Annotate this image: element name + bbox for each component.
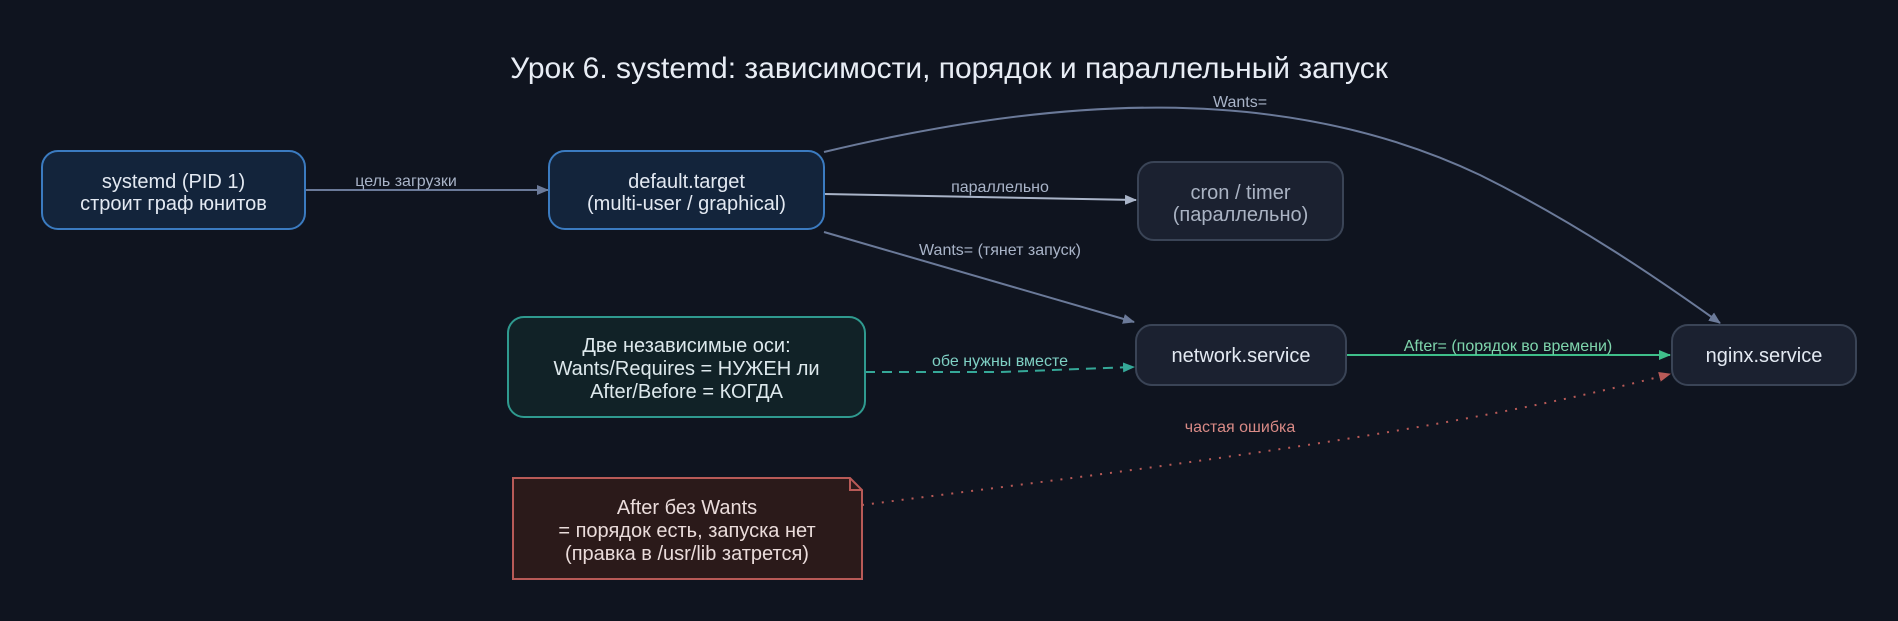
edge-parallel — [823, 193, 1137, 205]
edge-label-wants-pull: Wants= (тянет запуск) — [919, 242, 1081, 259]
node-default-target-line2: (multi-user / graphical) — [587, 193, 786, 215]
edge-label-both-needed: обе нужны вместе — [932, 353, 1068, 370]
edge-wants-pull — [823, 231, 1135, 324]
edge-both-needed — [865, 362, 1135, 373]
diagram-title: Урок 6. systemd: зависимости, порядок и … — [510, 52, 1389, 85]
node-systemd: systemd (PID 1) строит граф юнитов — [41, 150, 306, 230]
edge-label-after-order: After= (порядок во времени) — [1404, 338, 1613, 355]
edge-label-wants: Wants= — [1213, 94, 1267, 111]
node-nginx-line1: nginx.service — [1706, 345, 1823, 367]
node-systemd-line1: systemd (PID 1) — [102, 171, 245, 193]
node-network-line1: network.service — [1172, 345, 1311, 367]
node-axes-note-line2: Wants/Requires = НУЖЕН ли — [553, 358, 819, 380]
edge-common-error — [861, 371, 1671, 506]
edge-label-boot-goal: цель загрузки — [355, 173, 457, 190]
node-after-note-line1: After без Wants — [617, 497, 757, 519]
edge-wants — [823, 106, 1721, 324]
edge-label-parallel: параллельно — [951, 179, 1049, 196]
node-axes-note-line1: Две независимые оси: — [582, 335, 790, 357]
node-cron-timer: cron / timer (параллельно) — [1137, 161, 1344, 241]
node-after-note-line3: (правка в /usr/lib затрется) — [565, 543, 809, 565]
node-cron-line1: cron / timer — [1190, 182, 1290, 204]
node-axes-note-line3: After/Before = КОГДА — [590, 381, 784, 403]
node-axes-note: Две независимые оси: Wants/Requires = НУ… — [507, 316, 866, 418]
node-systemd-line2: строит граф юнитов — [80, 193, 267, 215]
edge-label-common-error: частая ошибка — [1185, 419, 1296, 436]
node-cron-line2: (параллельно) — [1173, 204, 1309, 226]
node-network-service: network.service — [1135, 324, 1347, 386]
node-after-note-line2: = порядок есть, запуска нет — [558, 520, 815, 542]
node-default-target-line1: default.target — [628, 171, 745, 193]
node-after-note: After без Wants = порядок есть, запуска … — [512, 477, 863, 580]
node-default-target: default.target (multi-user / graphical) — [548, 150, 825, 230]
node-nginx-service: nginx.service — [1671, 324, 1857, 386]
